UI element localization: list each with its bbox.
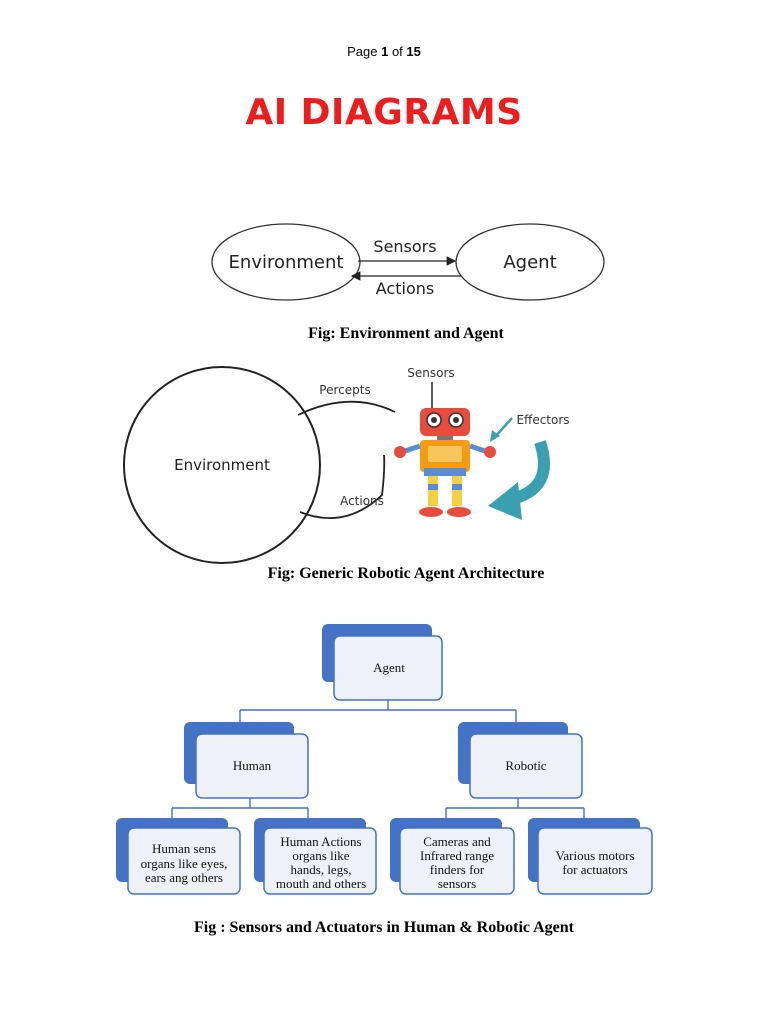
- motors-line2: for actuators: [562, 862, 627, 877]
- page-indicator: Page 1 of 15: [0, 44, 768, 59]
- environment-label-2: Environment: [174, 456, 270, 474]
- effectors-arrowhead-small: [490, 430, 500, 442]
- figure2-caption: Fig: Generic Robotic Agent Architecture: [268, 565, 545, 582]
- robot-icon: [394, 408, 496, 517]
- human-actions-line1: Human Actions: [280, 834, 361, 849]
- sensors-label-2: Sensors: [407, 366, 454, 380]
- figure-environment-agent: Environment Agent Sensors Actions Fig: E…: [211, 223, 605, 342]
- sensors-label: Sensors: [373, 237, 436, 256]
- agent-label: Agent: [503, 252, 556, 273]
- human-actions-line2: organs like: [292, 848, 349, 863]
- environment-ellipse: [211, 223, 361, 301]
- human-sens-line2: organs like eyes,: [141, 856, 228, 871]
- percepts-label: Percepts: [319, 383, 370, 397]
- environment-label: Environment: [229, 252, 344, 273]
- cameras-line2: Infrared range: [420, 848, 494, 863]
- tree-agent-label: Agent: [373, 660, 405, 675]
- page-total: 15: [406, 44, 421, 59]
- figure3-caption: Fig : Sensors and Actuators in Human & R…: [194, 919, 575, 936]
- human-actions-line4: mouth and others: [276, 876, 366, 891]
- actions-arc: [299, 454, 386, 519]
- figure1-caption: Fig: Environment and Agent: [308, 325, 504, 342]
- tree-node-cameras: Cameras and Infrared range finders for s…: [390, 818, 515, 895]
- human-actions-line3: hands, legs,: [290, 862, 351, 877]
- actions-label-2: Actions: [340, 494, 384, 508]
- page-of: of: [391, 44, 403, 59]
- actions-label: Actions: [376, 279, 434, 298]
- page-current: 1: [381, 44, 389, 59]
- percepts-arc: [297, 400, 396, 416]
- tree-node-motors: Various motors for actuators: [528, 818, 653, 895]
- tree-node-agent: Agent: [322, 624, 443, 701]
- tree-robotic-label: Robotic: [505, 758, 546, 773]
- page-prefix: Page: [347, 44, 378, 59]
- tree-node-human: Human: [184, 722, 309, 799]
- tree-human-label: Human: [233, 758, 272, 773]
- tree-node-human-sens: Human sens organs like eyes, ears ang ot…: [116, 818, 241, 895]
- environment-circle: [123, 366, 321, 564]
- human-sens-line1: Human sens: [152, 841, 216, 856]
- cameras-line3: finders for: [430, 862, 485, 877]
- figure-sensors-actuators-tree: Agent Human Robotic Human sens organs li…: [116, 624, 653, 936]
- human-sens-line3: ears ang others: [145, 870, 223, 885]
- document-title: AI DIAGRAMS: [245, 92, 523, 133]
- effectors-label: Effectors: [516, 413, 569, 427]
- figure-robotic-agent: Environment Percepts Actions Sensors Eff…: [123, 366, 570, 582]
- cameras-line4: sensors: [438, 876, 476, 891]
- motors-line1: Various motors: [555, 848, 634, 863]
- tree-node-robotic: Robotic: [458, 722, 583, 799]
- effectors-arrowhead-large: [488, 482, 522, 520]
- tree-node-human-actions: Human Actions organs like hands, legs, m…: [254, 818, 377, 895]
- cameras-line1: Cameras and: [423, 834, 491, 849]
- tree-connectors: [171, 700, 585, 820]
